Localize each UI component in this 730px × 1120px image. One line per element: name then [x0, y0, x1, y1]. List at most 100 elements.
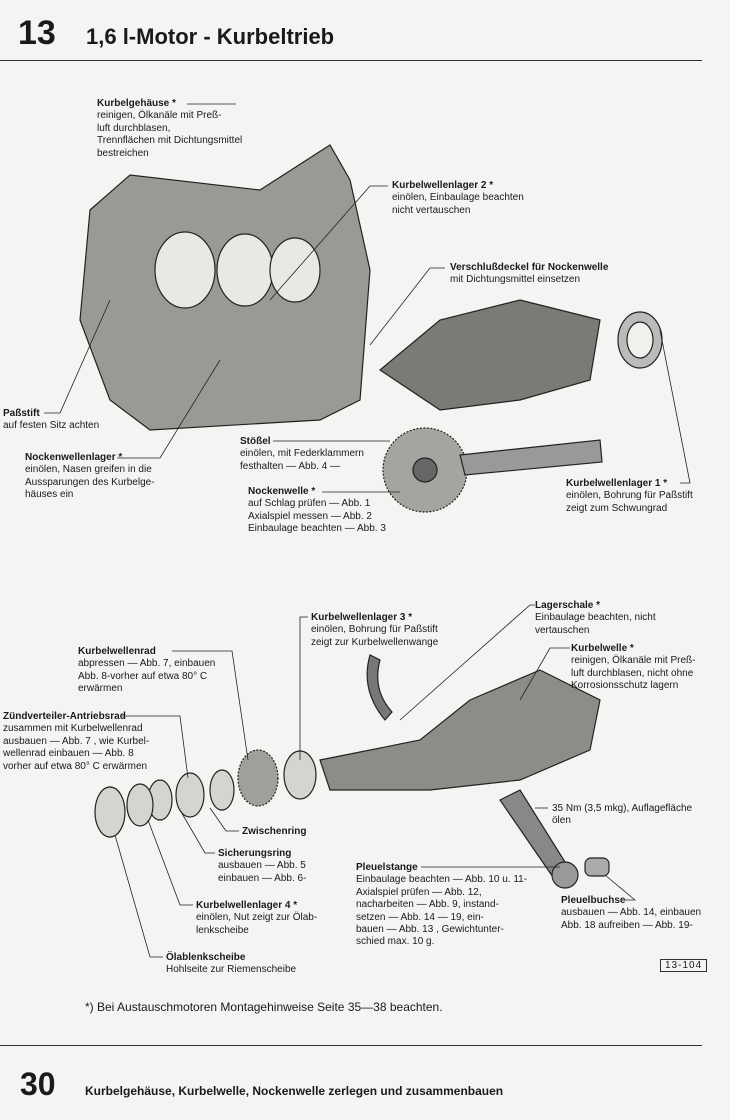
callout-line: Abb. 8-vorher auf etwa 80° C — [78, 670, 208, 682]
figure-number: 13-104 — [660, 959, 708, 972]
callout-line: ölen — [552, 815, 571, 827]
callout-line: Axialspiel prüfen — Abb. 12, — [356, 886, 482, 898]
callout-line: mit Dichtungsmittel einsetzen — [450, 274, 581, 286]
callout-line: nicht vertauschen — [392, 204, 471, 216]
callout-line: einölen, Nasen greifen in die — [25, 464, 152, 476]
callout-line: zusammen mit Kurbelwellenrad — [3, 723, 143, 735]
callout-line: häuses ein — [25, 489, 74, 501]
callout-title: Kurbelwellenlager 2 * — [392, 180, 494, 191]
callout-line: ausbauen — Abb. 14, einbauen — [561, 907, 702, 919]
callout-title: Paßstift — [3, 408, 40, 419]
page-title: 1,6 l-Motor - Kurbeltrieb — [86, 24, 335, 49]
callout-title: Lagerschale * — [535, 600, 601, 611]
callout-title: Nockenwellenlager * — [25, 452, 123, 463]
callout-line: einölen, Bohrung für Paßstift — [311, 624, 438, 636]
callout-title: Kurbelwellenlager 4 * — [196, 900, 298, 911]
callout-title: Sicherungsring — [218, 848, 292, 859]
callout-spacer-ring: Zwischenring — [242, 826, 306, 838]
callout-title: Pleuelstange — [356, 862, 418, 873]
callout-line: Aussparungen des Kurbelge- — [25, 476, 155, 488]
callout-line: Einbaulage beachten — Abb. 3 — [248, 523, 386, 535]
piston-pin-bushing-illustration — [584, 857, 610, 877]
callout-line: wellenrad einbauen — Abb. 8 — [3, 748, 134, 760]
callout-line: auf festen Sitz achten — [3, 420, 100, 432]
callout-line: reinigen, Ölkanäle mit Preß- — [571, 655, 696, 667]
callout-crankshaft-bearing-3: Kurbelwellenlager 3 *einölen, Bohrung fü… — [311, 612, 438, 649]
callout-line: zeigt zur Kurbelwellenwange — [311, 636, 439, 648]
callout-title: Pleuelbuchse — [561, 895, 626, 906]
callout-line: Abb. 18 aufreiben — Abb. 19- — [561, 919, 693, 931]
callout-title: Kurbelwellenrad — [78, 646, 156, 657]
footnote: *) Bei Austauschmotoren Montagehinweise … — [85, 1000, 443, 1014]
callout-title: Zündverteiler-Antriebsrad — [3, 711, 126, 722]
callout-title: Kurbelwelle * — [571, 643, 634, 654]
oil-deflector-illustration — [94, 786, 126, 838]
callout-line: einbauen — Abb. 6- — [218, 872, 307, 884]
callout-title: Kurbelwellenlager 3 * — [311, 612, 413, 623]
callout-line: Axialspiel messen — Abb. 2 — [248, 510, 372, 522]
callout-camshaft-bearing: Nockenwellenlager *einölen, Nasen greife… — [25, 452, 155, 502]
callout-title: Kurbelwellenlager 1 * — [566, 478, 668, 489]
callout-line: zeigt zum Schwungrad — [566, 502, 668, 514]
callout-line: Einbaulage beachten, nicht — [535, 612, 656, 624]
callout-line: einölen, Bohrung für Paßstift — [566, 490, 693, 502]
callout-line: Einbaulage beachten — Abb. 10 u. 11- — [356, 874, 528, 886]
callout-line: schied max. 10 g. — [356, 936, 435, 948]
callout-line: Hohlseite zur Riemenscheibe — [166, 964, 297, 976]
callout-line: Korrosionsschutz lagern — [571, 680, 679, 692]
callout-line: abpressen — Abb. 7, einbauen — [78, 658, 216, 670]
crankshaft-gear-illustration — [237, 749, 279, 807]
leader-lines — [44, 103, 691, 958]
callout-crankcase: Kurbelgehäuse *reinigen, Ölkanäle mit Pr… — [97, 98, 242, 160]
callout-line: bauen — Abb. 13 , Gewichtunter- — [356, 924, 504, 936]
callout-line: reinigen, Ölkanäle mit Preß- — [97, 110, 222, 122]
callout-title: Kurbelgehäuse * — [97, 98, 176, 109]
callout-line: vertauschen — [535, 624, 590, 636]
crankshaft-lower-illustration — [319, 669, 601, 791]
crankshaft-upper-illustration — [378, 299, 601, 411]
callout-crankshaft-bearing-2: Kurbelwellenlager 2 *einölen, Einbaulage… — [392, 180, 524, 217]
callout-line: setzen — Abb. 14 — 19, ein- — [356, 911, 484, 923]
callout-title: Zwischenring — [242, 826, 307, 837]
callout-title: Stößel — [240, 436, 271, 447]
callout-line: lenkscheibe — [196, 924, 249, 936]
callout-line: luft durchblasen, — [97, 122, 171, 134]
exploded-view-illustration — [44, 103, 691, 958]
callout-line: festhalten — Abb. 4 — — [240, 460, 341, 472]
callout-title: Verschlußdeckel für Nockenwelle — [450, 262, 609, 273]
footer-divider — [0, 1045, 702, 1046]
callout-line: auf Schlag prüfen — Abb. 1 — [248, 498, 371, 510]
bearing-bore-illustration — [154, 231, 216, 309]
callout-line: einölen, mit Federklammern — [240, 448, 364, 460]
callout-crankshaft-bearing-4: Kurbelwellenlager 4 *einölen, Nut zeigt … — [196, 900, 317, 937]
page-number: 30 — [20, 1066, 56, 1102]
callout-line: Trennflächen mit Dichtungsmittel — [97, 135, 243, 147]
camshaft-illustration — [459, 439, 603, 476]
callout-title: Nockenwelle * — [248, 486, 316, 497]
callout-line: erwärmen — [78, 683, 123, 695]
callout-title: Ölablenkscheibe — [166, 952, 246, 963]
bearing-shell-illustration — [366, 654, 393, 721]
callout-line: einölen, Nut zeigt zur Ölab- — [196, 912, 318, 924]
header-divider — [0, 60, 702, 61]
callout-line: luft durchblasen, nicht ohne — [571, 667, 694, 679]
callout-line: 35 Nm (3,5 mkg), Auflagefläche — [552, 803, 693, 814]
callout-crankshaft: Kurbelwelle *reinigen, Ölkanäle mit Preß… — [571, 643, 696, 693]
callout-crankshaft-bearing-1: Kurbelwellenlager 1 *einölen, Bohrung fü… — [566, 478, 693, 515]
callout-line: einölen, Einbaulage beachten — [392, 192, 524, 204]
callout-line: bestreichen — [97, 147, 149, 159]
callout-line: ausbauen — Abb. 5 — [218, 860, 306, 872]
callout-line: nacharbeiten — Abb. 9, instand- — [356, 899, 499, 911]
page-caption: Kurbelgehäuse, Kurbelwelle, Nockenwelle … — [85, 1084, 504, 1098]
